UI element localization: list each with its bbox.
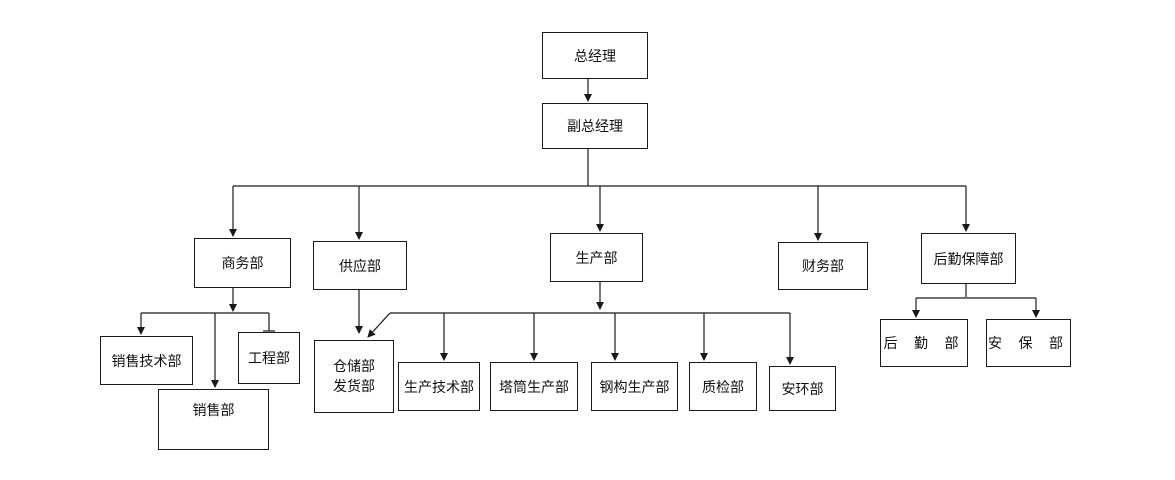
node-deputy-label: 副总经理 [567,119,623,135]
node-supply-label: 供应部 [339,258,381,275]
node-security: 安 保 部 [986,319,1071,367]
node-sales: 销售部 [158,389,269,450]
node-logistics: 后勤保障部 [921,233,1016,284]
node-steel-label: 钢构生产部 [599,379,670,396]
node-logistics-label: 后勤保障部 [933,251,1004,268]
node-deputy: 副总经理 [542,103,648,149]
node-commerce: 商务部 [194,238,291,288]
node-ceo: 总经理 [542,32,648,79]
node-engineering-label: 工程部 [248,351,290,367]
node-commerce-label: 商务部 [221,256,264,272]
node-ceo-label: 总经理 [574,48,616,65]
node-tower-label: 塔筒生产部 [499,379,569,396]
node-security-label: 安 保 部 [988,336,1069,352]
node-warehouse: 仓储部 发货部 [314,340,394,413]
node-prod-tech: 生产技术部 [398,362,480,411]
node-qc: 质检部 [689,362,757,411]
node-finance-label: 财务部 [802,259,844,275]
edge-production-warehouse [367,312,391,338]
node-engineering: 工程部 [238,332,300,384]
node-warehouse-label-1: 仓储部 [333,358,375,375]
node-env: 安环部 [769,366,836,411]
node-sales-tech-label: 销售技术部 [111,353,182,370]
node-supply: 供应部 [313,241,407,290]
node-warehouse-label-2: 发货部 [333,378,375,395]
node-steel: 钢构生产部 [591,362,678,411]
node-prod-tech-label: 生产技术部 [404,379,474,396]
node-env-label: 安环部 [781,381,824,398]
node-rear: 后 勤 部 [880,319,968,367]
node-production: 生产部 [550,233,643,282]
node-tower: 塔筒生产部 [490,362,578,411]
node-production-label: 生产部 [575,250,618,267]
node-finance: 财务部 [778,242,868,290]
node-rear-label: 后 勤 部 [883,336,965,352]
node-sales-tech: 销售技术部 [100,336,193,385]
node-sales-label: 销售部 [192,403,235,419]
node-qc-label: 质检部 [702,379,744,396]
